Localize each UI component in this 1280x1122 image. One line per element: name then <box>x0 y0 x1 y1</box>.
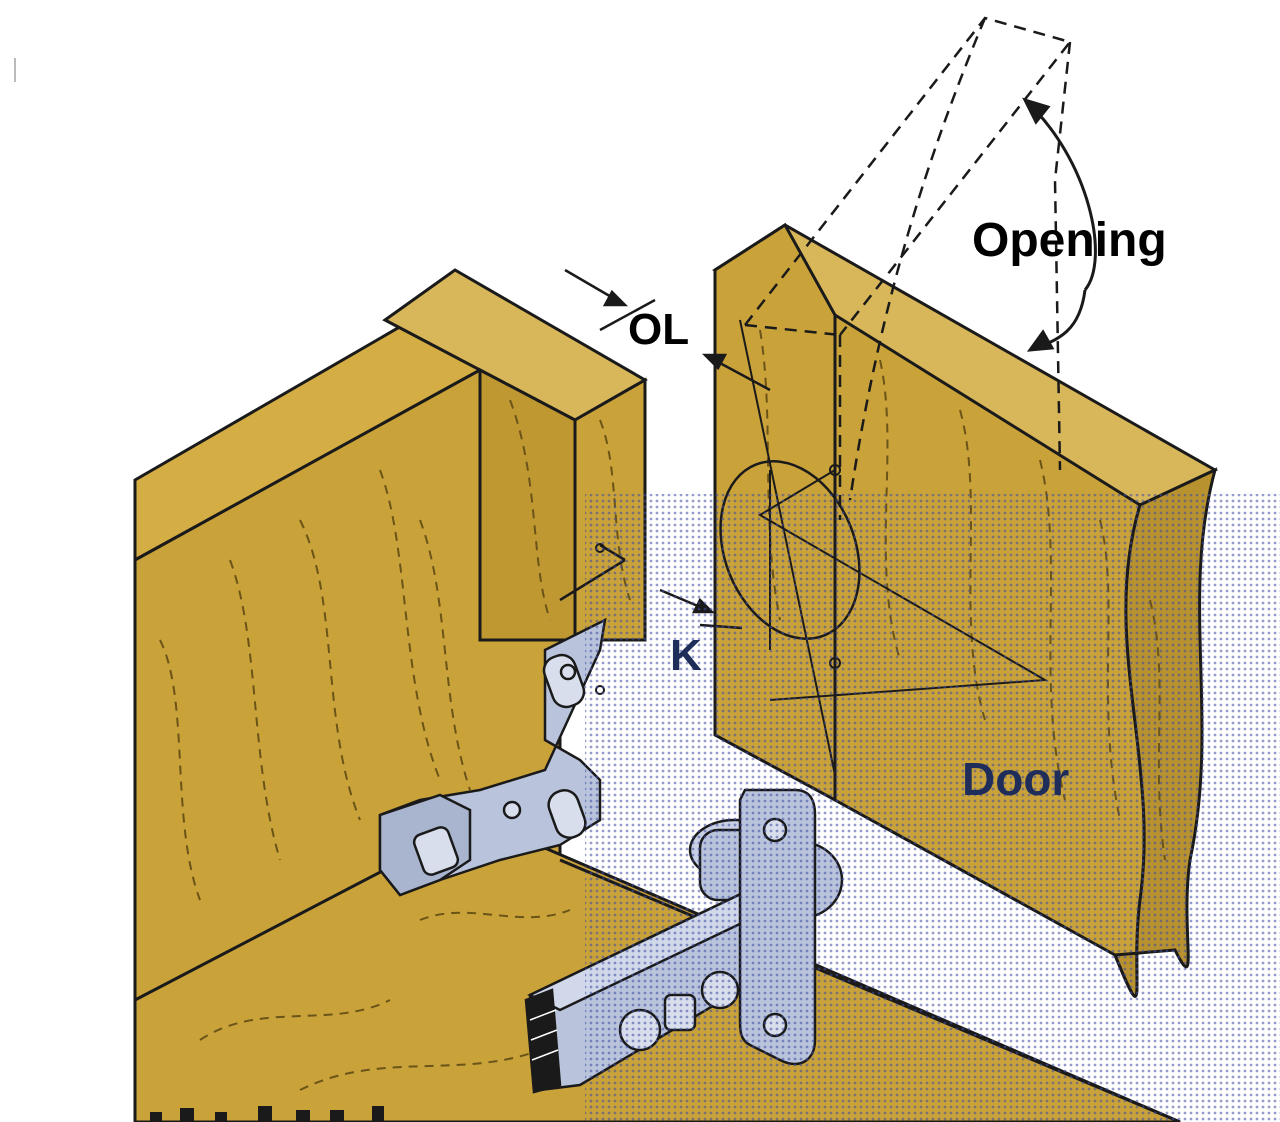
overlay-dimension <box>564 268 771 392</box>
cropped-caption-fragment <box>150 1106 384 1122</box>
opening-arc <box>1022 97 1097 352</box>
halftone-overlay <box>585 494 1280 1122</box>
screw-hole-top <box>829 464 841 476</box>
hinge-mounting-plate <box>378 617 607 897</box>
open-door-outline <box>744 16 1073 520</box>
opening-label: Opening <box>972 214 1167 267</box>
overlay-label: OL <box>628 305 689 354</box>
k-label: K <box>670 631 702 680</box>
door-label: Door <box>962 753 1069 805</box>
